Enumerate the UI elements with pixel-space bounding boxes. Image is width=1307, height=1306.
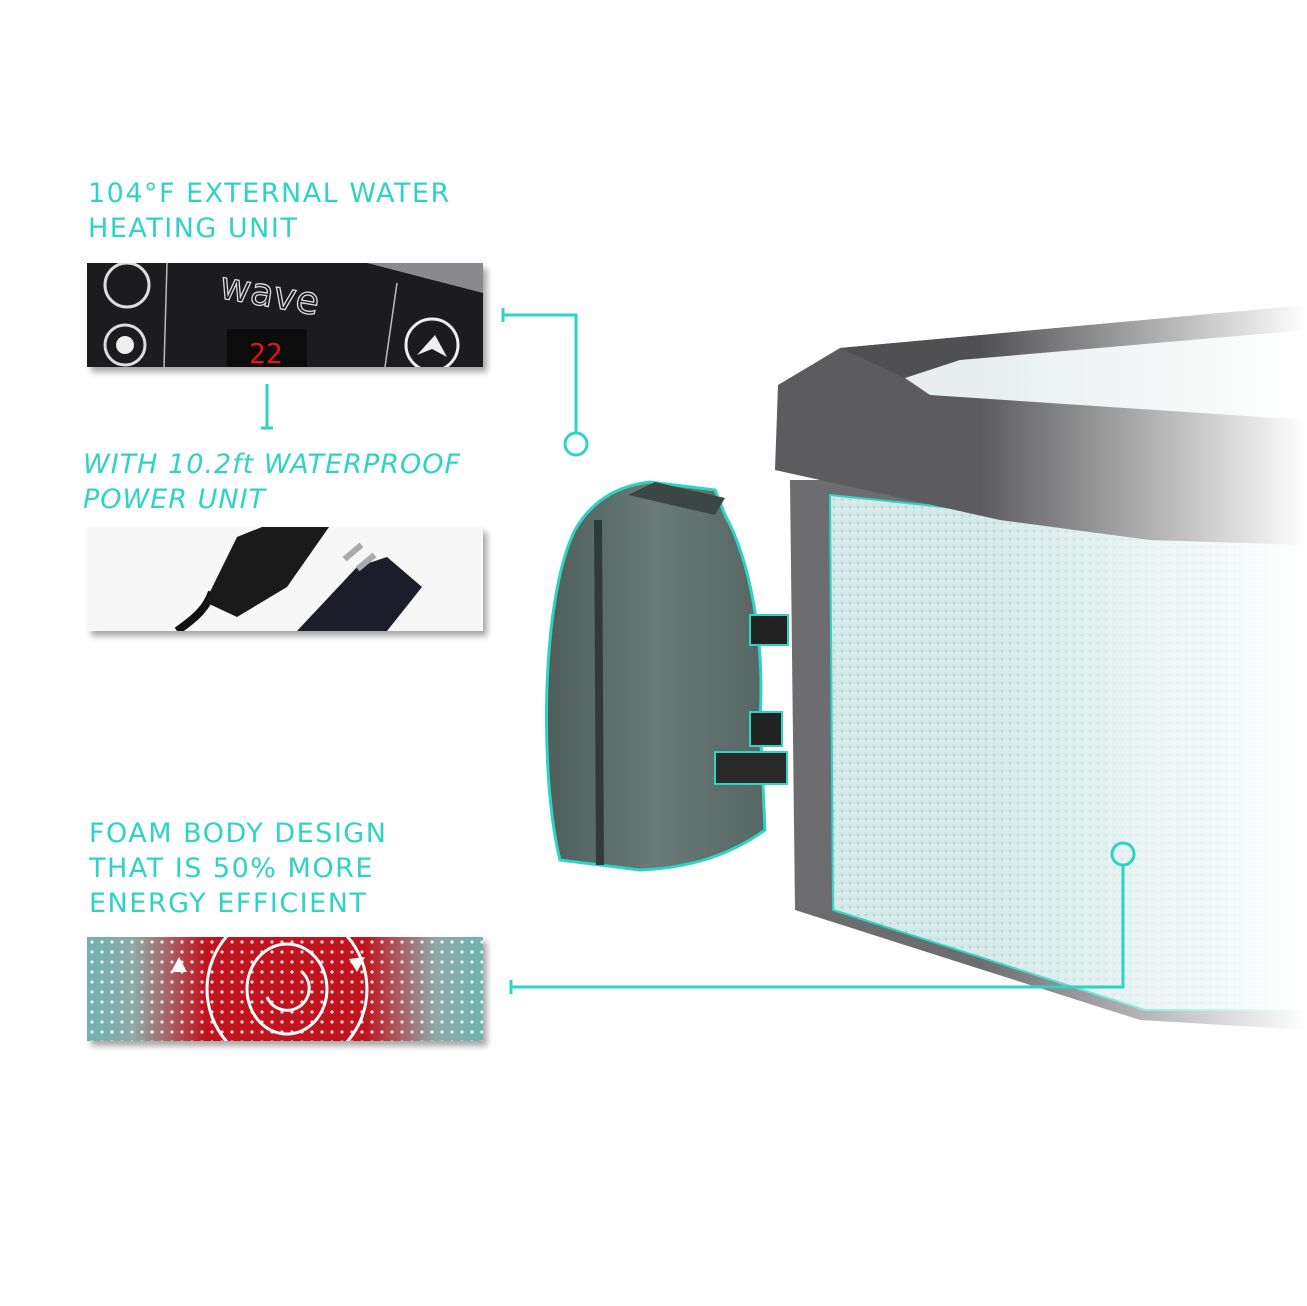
plug-head (297, 557, 422, 631)
circulation-arrow-icon (265, 970, 311, 1012)
heater-unit (544, 480, 789, 872)
heat-retention-graphic (87, 937, 483, 1041)
up-arrow-icon (404, 317, 460, 367)
title-line: HEATING UNIT (88, 213, 299, 244)
jets-icon (103, 263, 151, 309)
title-line: POWER UNIT (83, 484, 267, 515)
foam-feature-title: FOAM BODY DESIGN THAT IS 50% MORE ENERGY… (89, 816, 387, 921)
power-cord-photo (87, 527, 483, 631)
title-line: 104°F EXTERNAL WATER (88, 178, 451, 209)
title-line: ENERGY EFFICIENT (89, 888, 368, 919)
gfci-plug (205, 527, 329, 617)
title-line: THAT IS 50% MORE (89, 853, 374, 884)
title-line: WITH 10.2ft WATERPROOF (83, 449, 462, 480)
callout-connector-foam (509, 841, 1136, 994)
title-line: FOAM BODY DESIGN (89, 818, 388, 849)
heater-feature-title: 104°F EXTERNAL WATER HEATING UNIT (88, 176, 451, 246)
temperature-display: 22 (249, 337, 283, 367)
wave-logo: wave (217, 263, 323, 324)
callout-connector-power (261, 384, 273, 430)
control-panel-photo: wave 22 (87, 263, 483, 367)
power-feature-title: WITH 10.2ft WATERPROOF POWER UNIT (83, 447, 461, 517)
callout-connector-heater (501, 308, 589, 457)
heat-icon (103, 323, 147, 367)
circulation-arrow-icon (205, 937, 369, 1041)
